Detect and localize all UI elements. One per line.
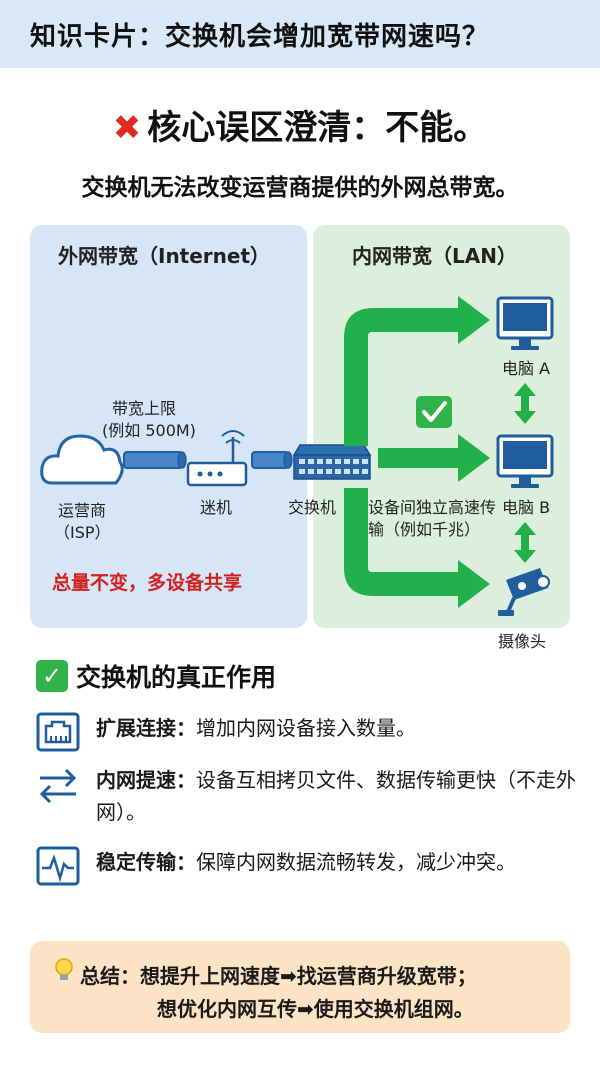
check-icon: ✓ (36, 660, 68, 692)
header-bar: 知识卡片：交换机会增加宽带网速吗？ (0, 0, 600, 68)
transfer-arrows-icon (39, 768, 77, 804)
roles-heading: ✓ 交换机的真正作用 (36, 658, 276, 694)
lan-speed-note-2: 输（例如千兆） (368, 520, 481, 539)
role-item: 扩展连接：增加内网设备接入数量。 (36, 712, 580, 752)
arrow-to-pc-a (344, 296, 490, 446)
bandwidth-limit-example: (例如 500M) (102, 421, 196, 440)
monitor-icon (496, 434, 554, 488)
router-label: 迷机 (200, 498, 233, 517)
switch-icon (292, 444, 372, 480)
pc-b-label: 电脑 B (502, 498, 551, 517)
double-arrow-icon (514, 383, 536, 424)
lightbulb-icon (55, 958, 73, 980)
bandwidth-limit-label: 带宽上限 (112, 399, 177, 418)
arrow-to-pc-b (378, 434, 490, 482)
switch-label: 交换机 (288, 498, 337, 517)
cross-mark-icon: ✖ (112, 108, 142, 148)
role-item: 稳定传输：保障内网数据流畅转发，减少冲突。 (36, 846, 580, 886)
isp-label: 运营商 (58, 501, 107, 520)
monitor-icon (496, 296, 554, 350)
network-diagram (40, 296, 554, 616)
camera-icon (498, 568, 550, 616)
page-title: 知识卡片：交换机会增加宽带网速吗？ (30, 21, 490, 52)
cable-icon (123, 451, 187, 469)
shared-bandwidth-note: 总量不变，多设备共享 (52, 572, 243, 594)
myth-title: ✖核心误区澄清：不能。 (0, 100, 600, 149)
role-label: 扩展连接： (96, 716, 196, 740)
myth-title-text: 核心误区澄清：不能。 (147, 108, 488, 148)
cloud-icon (40, 434, 124, 485)
role-description: 保障内网数据流畅转发，减少冲突。 (196, 850, 516, 874)
double-arrow-icon (514, 522, 536, 563)
summary-line-2: 想优化内网互传➡使用交换机组网。 (157, 997, 474, 1021)
role-description: 设备互相拷贝文件、数据传输更快（不走外网）。 (96, 768, 576, 824)
lan-panel-title: 内网带宽（LAN） (352, 244, 517, 268)
internet-panel (30, 225, 307, 628)
summary-box (30, 941, 570, 1033)
pc-a-label: 电脑 A (502, 359, 551, 378)
cable-icon (251, 451, 293, 469)
pulse-monitor-icon (36, 846, 80, 886)
role-description: 增加内网设备接入数量。 (196, 716, 416, 740)
role-label: 稳定传输： (96, 850, 196, 874)
myth-subtitle: 交换机无法改变运营商提供的外网总带宽。 (81, 175, 519, 201)
ethernet-port-icon (36, 712, 80, 752)
role-label: 内网提速： (96, 768, 196, 792)
isp-label-sub: （ISP） (54, 523, 111, 542)
arrow-to-camera (344, 488, 490, 608)
camera-label: 摄像头 (498, 632, 547, 651)
internet-panel-title: 外网带宽（Internet） (58, 244, 271, 268)
check-badge-icon (416, 396, 452, 428)
summary-text-1: 总结：想提升上网速度➡找运营商升级宽带； (80, 964, 477, 988)
role-item: 内网提速：设备互相拷贝文件、数据传输更快（不走外网）。 (36, 764, 580, 828)
roles-heading-text: 交换机的真正作用 (76, 663, 277, 692)
lan-speed-note: 设备间独立高速传 (368, 498, 497, 517)
router-icon (186, 430, 248, 487)
summary-line-1: 总结：想提升上网速度➡找运营商升级宽带； (52, 957, 477, 989)
